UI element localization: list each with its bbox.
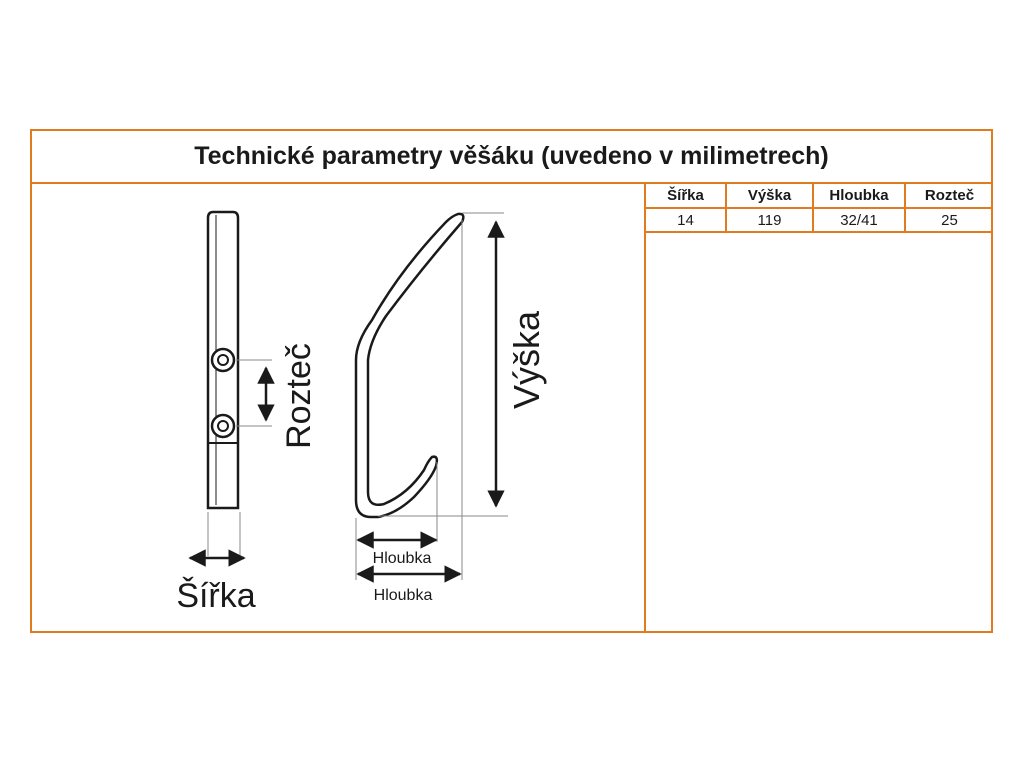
label-sirka: Šířka xyxy=(176,577,255,615)
header-roztec: Rozteč xyxy=(905,184,993,209)
spec-table: Šířka Výška Hloubka Rozteč 14 119 32/41 … xyxy=(646,184,993,233)
table-row: 14 119 32/41 25 xyxy=(646,208,993,233)
front-view xyxy=(188,210,275,567)
screw-hole-top xyxy=(210,347,236,373)
header-vyska: Výška xyxy=(726,184,814,209)
label-hloubka-inner: Hloubka xyxy=(373,550,432,567)
label-roztec: Rozteč xyxy=(280,343,318,449)
value-sirka: 14 xyxy=(646,208,727,233)
value-roztec: 25 xyxy=(905,208,993,233)
value-vyska: 119 xyxy=(726,208,814,233)
label-hloubka-outer: Hloubka xyxy=(374,587,433,604)
screw-hole-bottom xyxy=(210,413,236,439)
label-vyska: Výška xyxy=(506,310,547,409)
column-divider xyxy=(644,184,646,633)
header-sirka: Šířka xyxy=(646,184,727,209)
page-title: Technické parametry věšáku (uvedeno v mi… xyxy=(32,131,991,184)
table-header-row: Šířka Výška Hloubka Rozteč xyxy=(646,184,993,209)
value-hloubka: 32/41 xyxy=(813,208,906,233)
hook-outline xyxy=(354,212,465,519)
spec-frame: Technické parametry věšáku (uvedeno v mi… xyxy=(30,129,993,633)
side-view xyxy=(354,212,508,583)
header-hloubka: Hloubka xyxy=(813,184,906,209)
